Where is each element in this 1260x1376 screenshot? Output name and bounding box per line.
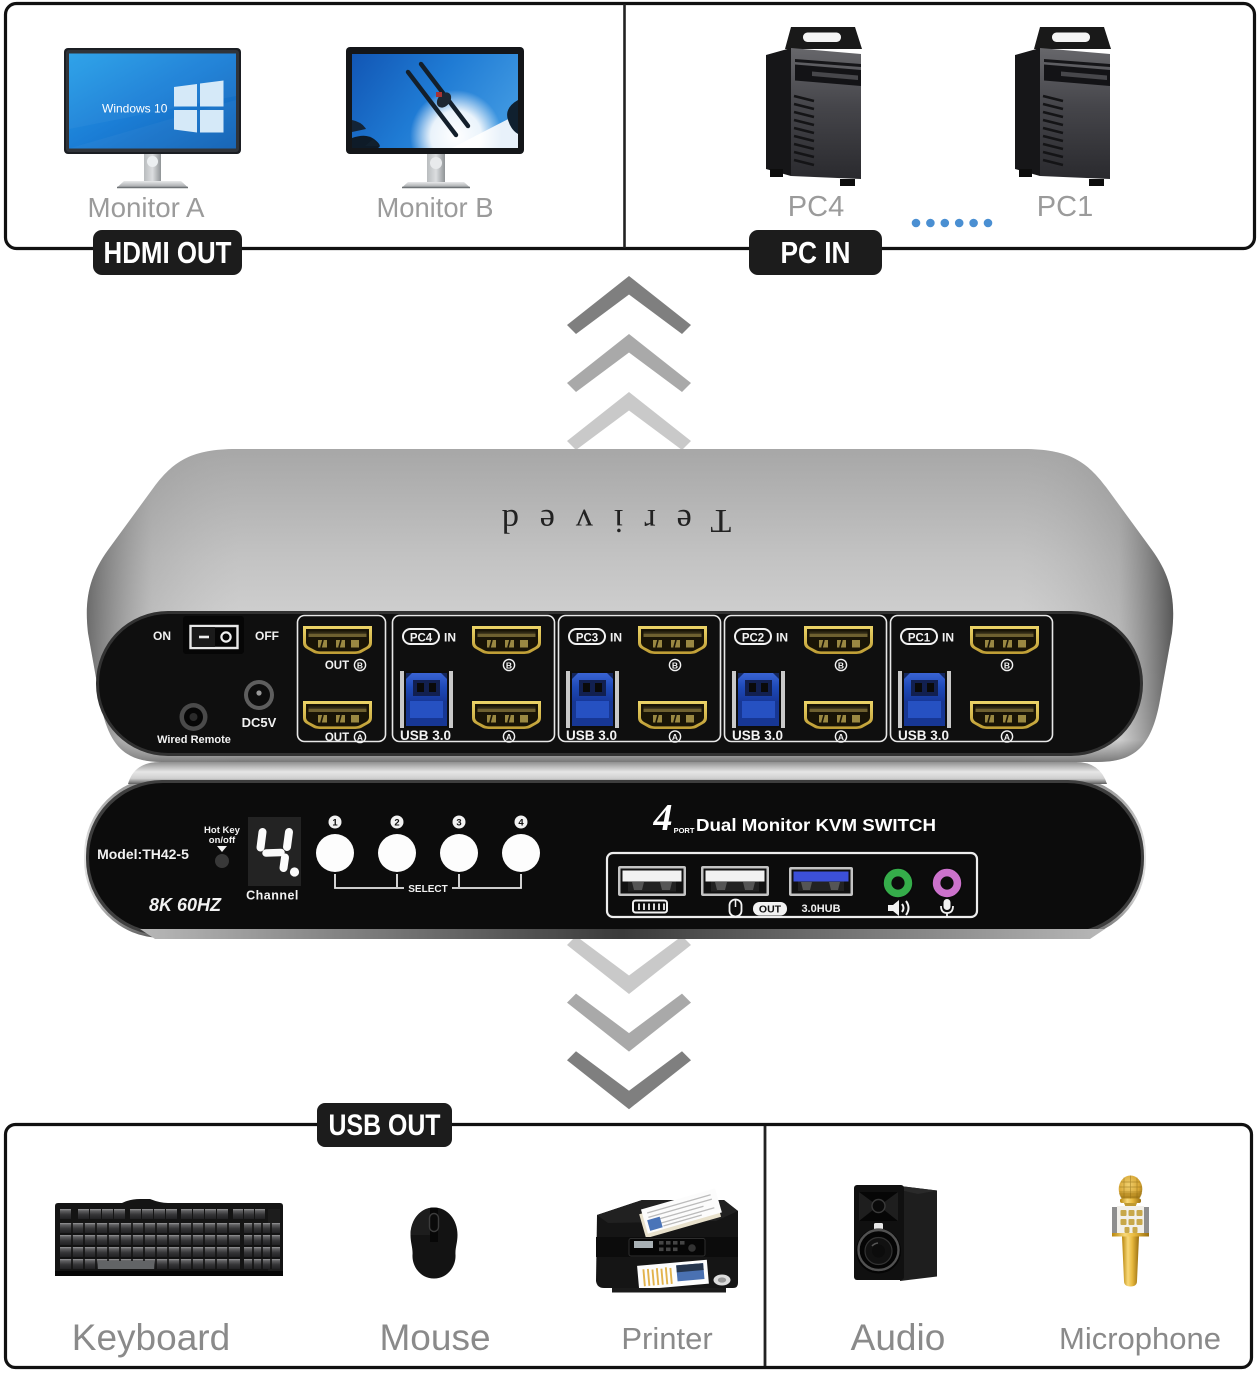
svg-text:OFF: OFF — [255, 629, 279, 643]
svg-text:OUT: OUT — [325, 732, 349, 744]
svg-text:A: A — [357, 733, 363, 743]
svg-text:PC1: PC1 — [1037, 191, 1093, 223]
svg-text:8K 60HZ: 8K 60HZ — [149, 895, 222, 915]
svg-text:4: 4 — [653, 797, 673, 839]
svg-text:Windows 10: Windows 10 — [102, 102, 168, 116]
svg-text:PC1: PC1 — [908, 633, 931, 645]
svg-text:SELECT: SELECT — [408, 884, 447, 895]
svg-text:IN: IN — [610, 631, 622, 645]
svg-text:Microphone: Microphone — [1059, 1321, 1221, 1356]
svg-text:IN: IN — [942, 631, 954, 645]
svg-text:1: 1 — [332, 818, 338, 829]
svg-text:B: B — [357, 661, 363, 671]
svg-text:PC4: PC4 — [788, 191, 844, 223]
svg-text:Wired Remote: Wired Remote — [157, 734, 231, 746]
svg-text:Audio: Audio — [851, 1317, 946, 1358]
svg-text:IN: IN — [776, 631, 788, 645]
svg-text:Hot Key: Hot Key — [204, 825, 241, 836]
svg-text:Keyboard: Keyboard — [72, 1317, 230, 1358]
svg-text:3.0HUB: 3.0HUB — [801, 903, 840, 915]
svg-text:IN: IN — [444, 631, 456, 645]
svg-text:OUT: OUT — [759, 904, 782, 916]
svg-text:PC3: PC3 — [576, 633, 598, 645]
svg-text:PC4: PC4 — [410, 633, 433, 645]
svg-text:Mouse: Mouse — [379, 1317, 490, 1358]
svg-text:DC5V: DC5V — [242, 715, 277, 730]
svg-text:Printer: Printer — [621, 1321, 712, 1356]
svg-text:Terived: Terived — [481, 502, 731, 539]
svg-text:Monitor B: Monitor B — [377, 192, 494, 223]
svg-text:4: 4 — [518, 818, 524, 829]
svg-text:on/off: on/off — [209, 835, 236, 846]
svg-text:PORT: PORT — [674, 826, 695, 835]
svg-text:OUT: OUT — [325, 660, 349, 672]
svg-text:2: 2 — [394, 818, 399, 829]
svg-text:3: 3 — [456, 818, 461, 829]
svg-text:USB OUT: USB OUT — [329, 1109, 441, 1142]
svg-text:PC IN: PC IN — [781, 235, 851, 270]
svg-text:Channel: Channel — [246, 889, 299, 903]
svg-text:PC2: PC2 — [742, 633, 764, 645]
svg-text:HDMI OUT: HDMI OUT — [104, 235, 232, 270]
svg-text:Model:TH42-5: Model:TH42-5 — [97, 846, 189, 862]
svg-text:Dual Monitor KVM SWITCH: Dual Monitor KVM SWITCH — [696, 815, 936, 835]
svg-text:Monitor A: Monitor A — [88, 192, 205, 223]
svg-text:ON: ON — [153, 629, 171, 643]
